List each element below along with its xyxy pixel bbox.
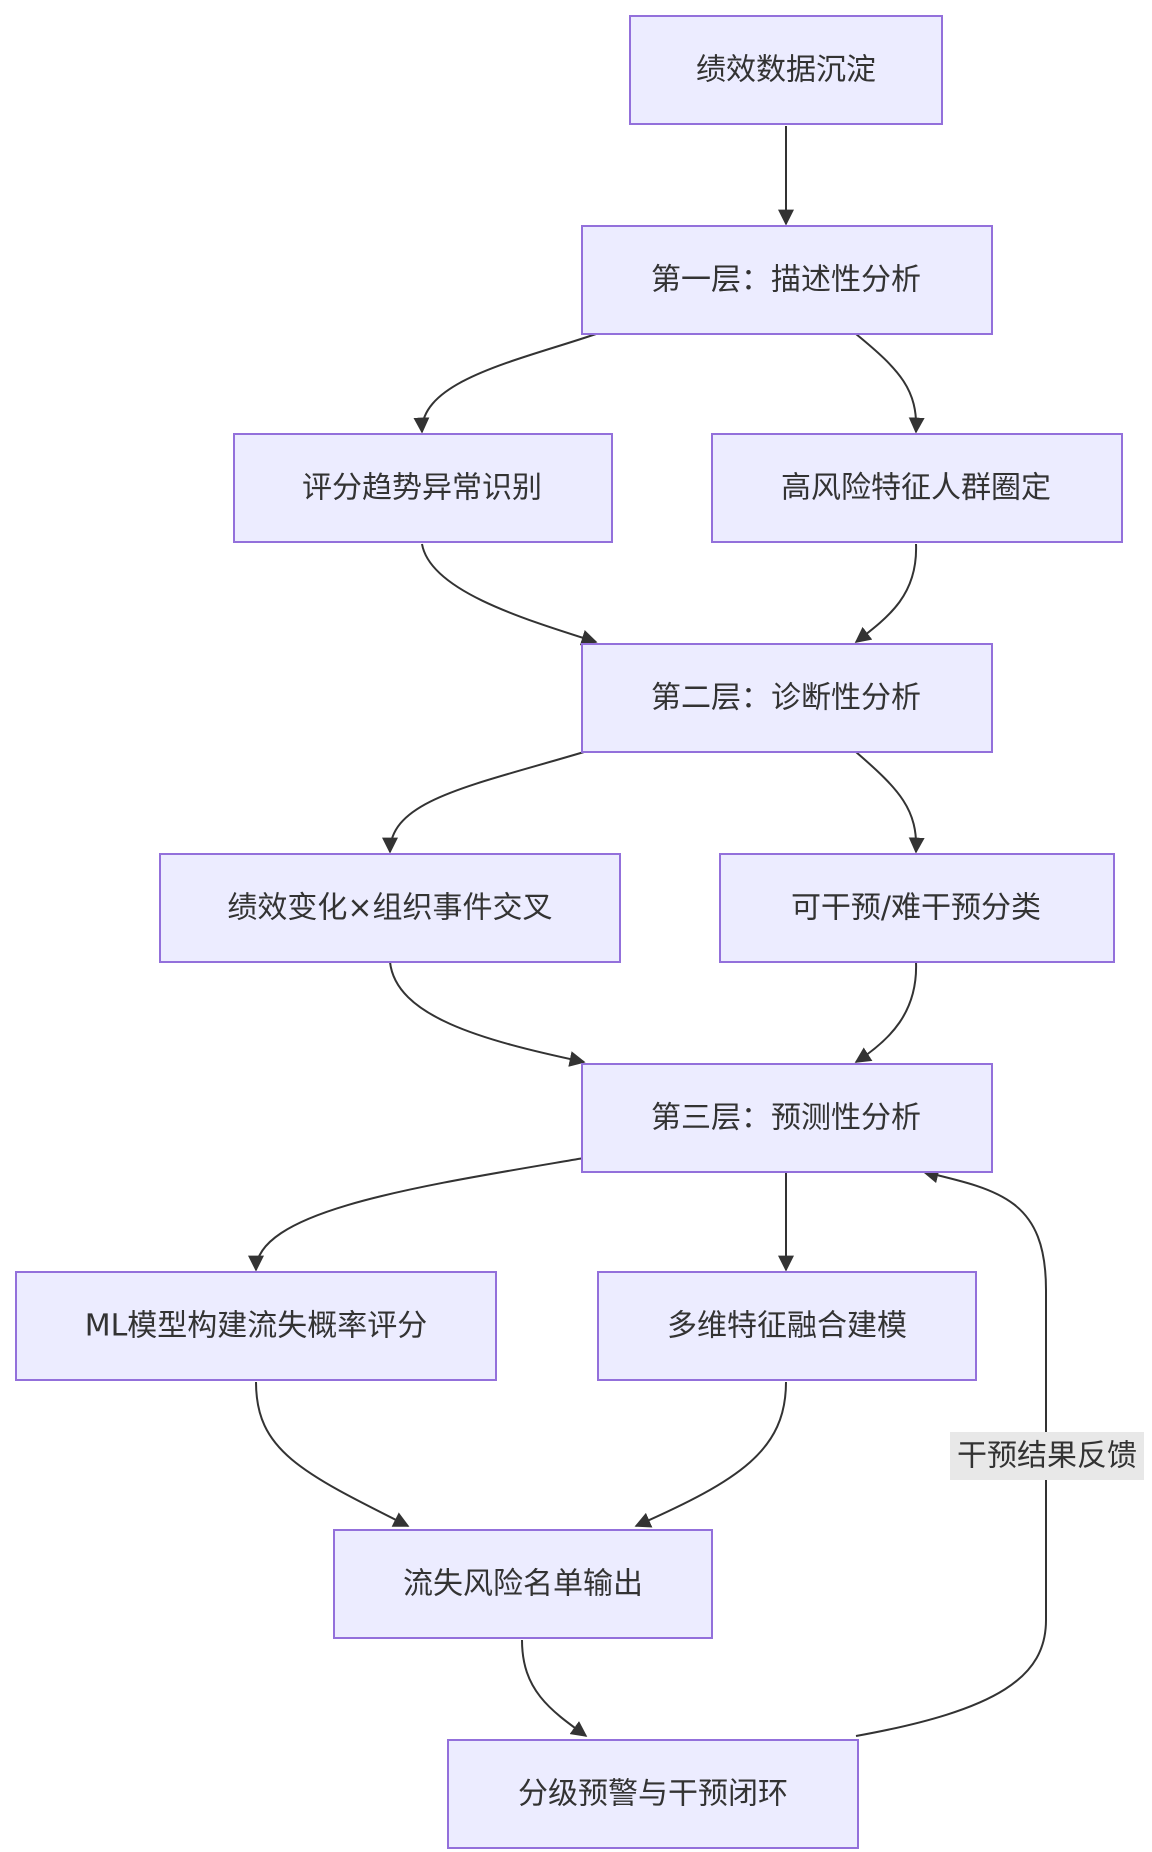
node-layer3-predictive: 第三层：预测性分析 bbox=[581, 1063, 993, 1173]
node-layer1-descriptive-label: 第一层：描述性分析 bbox=[651, 263, 921, 298]
node-tiered-alert-loop-label: 分级预警与干预闭环 bbox=[518, 1777, 788, 1812]
edge-n7-n8 bbox=[854, 961, 918, 1063]
node-score-trend-anomaly-label: 评分趋势异常识别 bbox=[302, 471, 542, 506]
edge-n2-n4 bbox=[855, 333, 925, 434]
node-performance-org-cross: 绩效变化×组织事件交叉 bbox=[159, 853, 621, 963]
node-high-risk-group: 高风险特征人群圈定 bbox=[711, 433, 1123, 543]
node-score-trend-anomaly: 评分趋势异常识别 bbox=[233, 433, 613, 543]
node-risk-list-output: 流失风险名单输出 bbox=[333, 1529, 713, 1639]
nodes: 绩效数据沉淀 第一层：描述性分析 评分趋势异常识别 高风险特征人群圈定 第二层：… bbox=[15, 15, 1123, 1849]
node-layer2-diagnostic-label: 第二层：诊断性分析 bbox=[651, 681, 921, 716]
node-layer1-descriptive: 第一层：描述性分析 bbox=[581, 225, 993, 335]
node-intervention-classify: 可干预/难干预分类 bbox=[719, 853, 1115, 963]
node-layer3-predictive-label: 第三层：预测性分析 bbox=[651, 1101, 921, 1136]
node-layer2-diagnostic: 第二层：诊断性分析 bbox=[581, 643, 993, 753]
edge-n12-n8-feedback bbox=[855, 1167, 1047, 1737]
edge-label-feedback-text: 干预结果反馈 bbox=[957, 1439, 1137, 1474]
edge-n9-n11 bbox=[255, 1381, 410, 1527]
edge-n5-n7 bbox=[855, 751, 925, 854]
edge-n8-n9 bbox=[248, 1157, 585, 1272]
edge-n5-n6 bbox=[382, 751, 585, 854]
edge-n4-n5 bbox=[854, 543, 918, 643]
edge-n10-n11 bbox=[634, 1381, 787, 1528]
edge-n11-n12 bbox=[521, 1639, 588, 1737]
node-risk-list-output-label: 流失风险名单输出 bbox=[403, 1567, 643, 1602]
edge-n6-n8 bbox=[389, 961, 586, 1067]
edge-n3-n5 bbox=[421, 543, 598, 646]
node-performance-data-label: 绩效数据沉淀 bbox=[696, 53, 876, 88]
node-multi-feature-model: 多维特征融合建模 bbox=[597, 1271, 977, 1381]
node-high-risk-group-label: 高风险特征人群圈定 bbox=[781, 471, 1051, 506]
edge-n2-n3 bbox=[413, 333, 597, 434]
node-performance-org-cross-label: 绩效变化×组织事件交叉 bbox=[227, 891, 552, 926]
node-ml-attrition-score: ML模型构建流失概率评分 bbox=[15, 1271, 497, 1381]
node-ml-attrition-score-label: ML模型构建流失概率评分 bbox=[85, 1309, 428, 1344]
edges bbox=[248, 126, 1047, 1737]
node-performance-data: 绩效数据沉淀 bbox=[629, 15, 943, 125]
node-tiered-alert-loop: 分级预警与干预闭环 bbox=[447, 1739, 859, 1849]
edge-label-feedback: 干预结果反馈 bbox=[950, 1432, 1144, 1480]
node-intervention-classify-label: 可干预/难干预分类 bbox=[791, 891, 1041, 926]
node-multi-feature-model-label: 多维特征融合建模 bbox=[667, 1309, 907, 1344]
